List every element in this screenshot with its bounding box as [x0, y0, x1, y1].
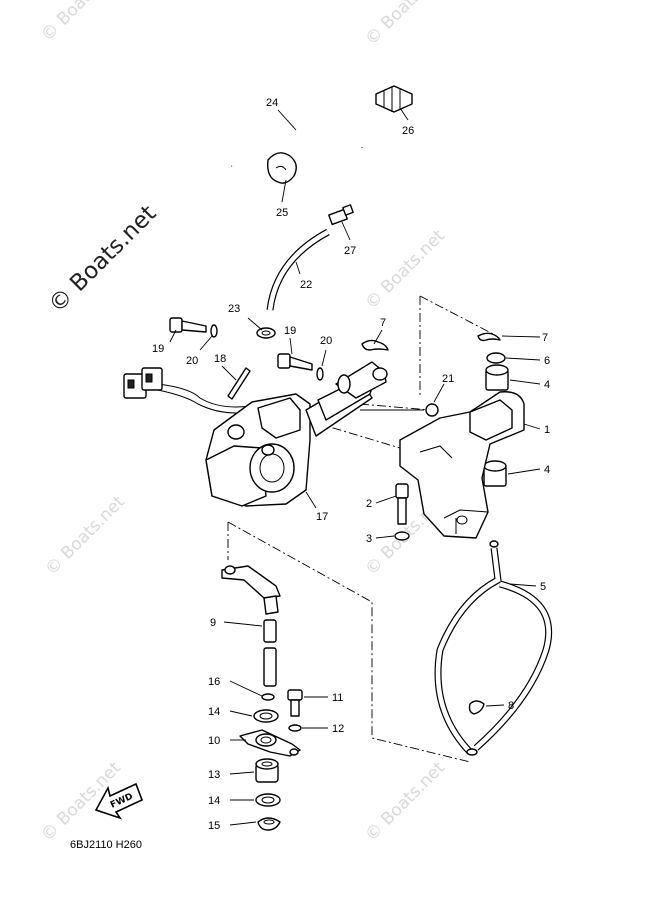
callout-13: 13: [208, 769, 220, 781]
callout-5: 5: [540, 581, 546, 593]
callout-4-lower: 4: [544, 464, 550, 476]
main-watermark-group: © Boats.net: [44, 201, 162, 319]
fwd-arrow-icon: FWD: [94, 782, 144, 820]
callout-16: 16: [208, 676, 220, 688]
callout-1: 1: [544, 424, 550, 436]
part-15-circlip: [257, 817, 281, 831]
part-16-oring: [261, 693, 275, 701]
watermark: © Boats.net: [41, 492, 129, 580]
callout-3: 3: [366, 533, 372, 545]
part-26-bracket: [375, 85, 413, 113]
part-14-seal-upper: [253, 709, 279, 723]
callout-2: 2: [366, 498, 372, 510]
main-watermark: © Boats.net: [44, 201, 162, 319]
callout-26: 26: [402, 125, 414, 137]
callout-9: 9: [210, 617, 216, 629]
callout-10: 10: [208, 735, 220, 747]
watermark: © Boats.net: [37, 0, 125, 46]
callout-20-left: 20: [186, 355, 198, 367]
callout-7-left: 7: [380, 317, 386, 329]
callout-21: 21: [442, 373, 454, 385]
part-21-collar: [425, 403, 439, 417]
part-14-seal-lower: [255, 793, 281, 807]
callout-19-right: 19: [284, 325, 296, 337]
callout-11: 11: [332, 692, 343, 704]
callout-15: 15: [208, 820, 220, 832]
callout-19-left: 19: [152, 343, 164, 355]
part-6-washer: [486, 352, 506, 364]
callout-20-right: 20: [320, 335, 332, 347]
watermark: © Boats.net: [361, 0, 449, 50]
callout-14-upper: 14: [208, 706, 220, 718]
leader-lines: [169, 107, 541, 826]
part-22-hose: [266, 228, 330, 311]
diagram-code: 6BJ2110 H260: [70, 839, 142, 851]
part-24-cable: [231, 94, 364, 211]
part-7-clip-right: [477, 332, 501, 342]
part-12-washer: [288, 724, 302, 732]
callout-labels: 24 26 25 27 22 23 19 20 19 20 18 7 7 6 4…: [152, 97, 550, 832]
callout-6: 6: [544, 355, 550, 367]
wire-harness: [123, 367, 251, 414]
part-9-shaft: [263, 619, 277, 687]
part-20-washer-right: [316, 367, 324, 381]
part-23-ring: [256, 327, 276, 339]
part-4-bushing-lower: [483, 460, 507, 487]
part-1-bracket: [399, 391, 525, 539]
callout-17: 17: [316, 511, 328, 523]
watermark: © Boats.net: [361, 758, 449, 846]
callout-8: 8: [508, 700, 514, 712]
part-11-bolt: [287, 689, 303, 717]
part-19-bolt-left: [169, 317, 207, 333]
callout-18: 18: [214, 353, 226, 365]
part-20-washer-left: [210, 324, 218, 338]
part-18-pin: [227, 367, 251, 400]
callout-7-right: 7: [542, 332, 548, 344]
callout-4-upper: 4: [544, 379, 550, 391]
callout-25: 25: [276, 207, 288, 219]
part-25-clip: [267, 152, 297, 184]
callout-12: 12: [332, 723, 344, 735]
callout-24: 24: [266, 97, 278, 109]
watermark: © Boats.net: [361, 226, 449, 314]
part-17-actuator-assembly: [205, 361, 424, 507]
part-7-clip-left: [361, 339, 389, 351]
part-4-bushing-upper: [485, 364, 509, 391]
part-19-bolt-right: [277, 353, 313, 371]
part-8-clip: [468, 700, 485, 715]
part-10-arm: [239, 729, 301, 757]
callout-27: 27: [344, 245, 356, 257]
part-2-bolt: [395, 483, 409, 525]
part-3-washer: [394, 531, 410, 541]
part-27-fitting: [328, 204, 354, 226]
callout-22: 22: [300, 279, 312, 291]
part-5-shift-rod: [434, 540, 553, 756]
part-13-bushing: [255, 758, 279, 783]
callout-23: 23: [228, 303, 240, 315]
part-lever: [221, 565, 281, 615]
callout-14-lower: 14: [208, 795, 220, 807]
